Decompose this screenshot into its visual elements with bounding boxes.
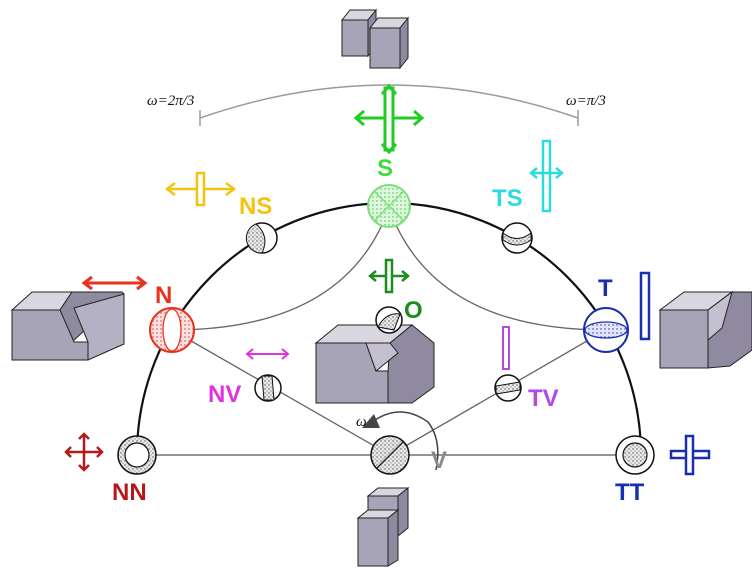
label-tt: TT — [615, 479, 645, 506]
stress-arrow-icon-nn — [64, 432, 104, 472]
stress-arrow-icon-s — [353, 83, 425, 155]
label-ts: TS — [492, 185, 523, 212]
fault-block-icon-left — [10, 291, 125, 361]
stress-arrow-icon-ns — [164, 171, 237, 207]
label-ns: NS — [239, 193, 272, 220]
label-s: S — [377, 155, 393, 182]
fault-block-icon-center — [314, 324, 435, 404]
stereonet-icon-ts — [501, 222, 533, 254]
stereonet-icon-nv — [254, 374, 282, 402]
stress-arrow-icon-t — [639, 271, 651, 341]
label-nv: NV — [208, 381, 241, 408]
rotation-arrow — [362, 411, 439, 471]
label-tv: TV — [528, 385, 559, 412]
stress-arrow-icon-nv — [245, 348, 290, 360]
stress-arrow-icon-tt — [669, 434, 711, 476]
label-n: N — [155, 282, 172, 309]
stress-arrow-icon-o — [368, 258, 410, 294]
label-t: T — [598, 275, 613, 302]
stress-arrow-icon-n — [81, 275, 148, 291]
stereonet-icon-tt — [615, 435, 655, 475]
stress-arrow-icon-ts — [529, 139, 564, 213]
stereonet-icon-t — [583, 307, 629, 353]
stereonet-icon-ns — [245, 222, 278, 254]
stereonet-icon-s — [367, 184, 411, 228]
stereonet-icon-o — [375, 306, 403, 334]
stereonet-icon-v — [370, 435, 410, 475]
stereonet-icon-n — [149, 307, 195, 353]
rotation-omega-label: ω — [356, 414, 367, 430]
fault-block-icon-bottom — [356, 486, 410, 567]
stereonet-icon-tv — [494, 374, 522, 402]
stress-arrow-icon-tv — [502, 326, 510, 370]
label-o: O — [404, 297, 423, 324]
label-v: V — [431, 447, 447, 474]
fault-block-icon-top — [340, 8, 410, 70]
omega-left-annotation: ω=2π/3 — [147, 93, 194, 109]
stereonet-icon-nn — [117, 435, 157, 475]
omega-right-annotation: ω=π/3 — [566, 93, 606, 109]
label-nn: NN — [112, 479, 147, 506]
fault-block-icon-right — [658, 290, 752, 369]
